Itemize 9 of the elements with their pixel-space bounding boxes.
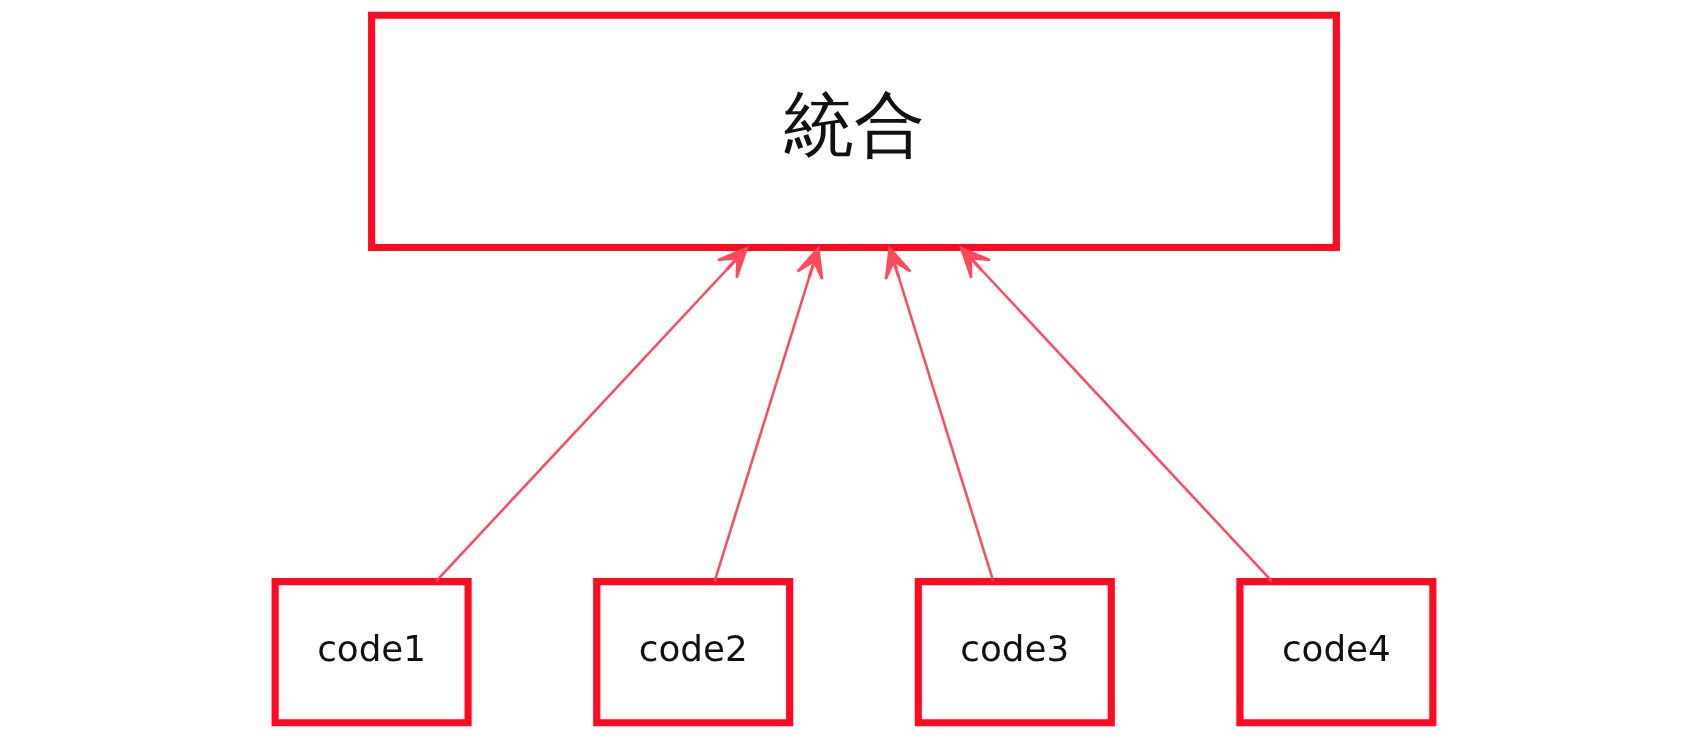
node-box: code4 [1235,578,1436,727]
arrow [434,246,748,583]
node-box: 統合 [367,11,1340,252]
node-box: code2 [592,578,793,727]
arrow [959,246,1273,583]
node-box: code3 [914,578,1115,727]
arrow [884,246,994,582]
node-box: code1 [271,578,472,727]
arrow [713,246,823,582]
